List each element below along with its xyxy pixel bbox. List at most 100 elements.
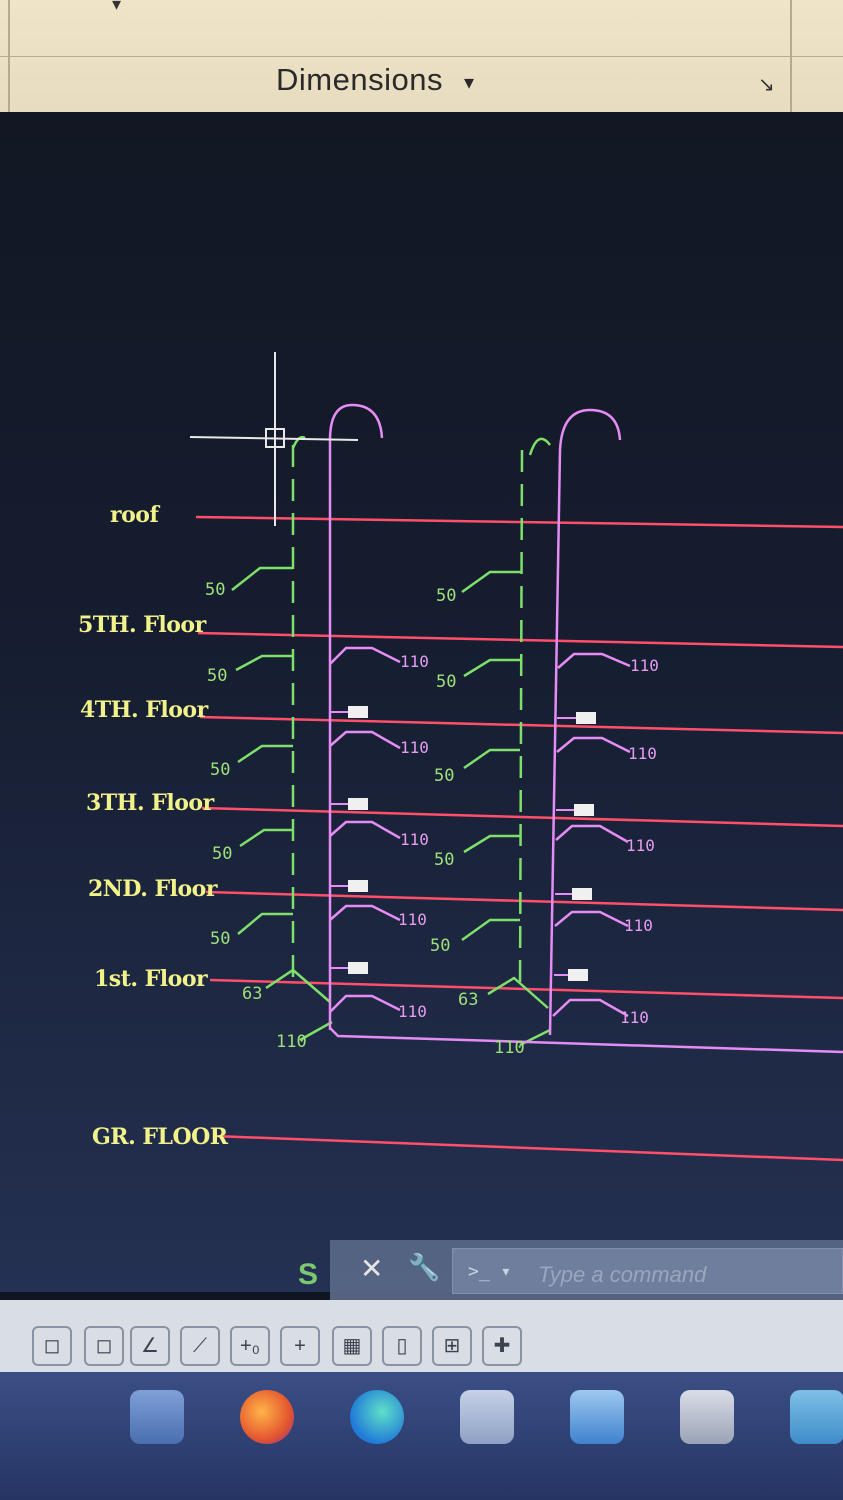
ribbon-top-row — [0, 0, 843, 57]
dim-label: 63 — [458, 990, 479, 1010]
status-button[interactable]: + — [280, 1326, 320, 1366]
branch-110 — [556, 736, 631, 754]
dimensions-dropdown-icon[interactable]: ▾ — [464, 72, 475, 94]
branch-110 — [329, 820, 401, 840]
dim-label: 110 — [620, 1008, 649, 1027]
collector-pipe — [329, 1027, 843, 1054]
status-button[interactable]: ▯ — [382, 1326, 422, 1366]
dim-label: 50 — [436, 672, 457, 692]
floor-trap — [572, 888, 592, 900]
floor-label-4th: 4TH. Floor — [80, 697, 208, 723]
dim-label: 50 — [210, 760, 231, 780]
branch-110 — [555, 824, 629, 844]
autocad-icon[interactable] — [680, 1390, 734, 1444]
floor-trap — [576, 712, 596, 724]
dim-label: 50 — [434, 766, 455, 786]
dim-label: 50 — [434, 850, 455, 870]
branch-63 — [487, 976, 549, 1009]
branch-110 — [299, 1020, 333, 1042]
branch-50 — [237, 912, 293, 935]
dim-label: 110 — [626, 836, 655, 855]
vent-hook-right — [528, 437, 551, 456]
mail-icon[interactable] — [570, 1390, 624, 1444]
photos-icon[interactable] — [790, 1390, 843, 1444]
branch-63 — [265, 968, 331, 1003]
floor-label-1st: 1st. Floor — [94, 966, 208, 992]
branch-50 — [239, 828, 293, 848]
status-button[interactable]: ▦ — [332, 1326, 372, 1366]
branch-50 — [463, 658, 522, 678]
ribbon — [0, 0, 843, 112]
dim-label: 110 — [630, 656, 659, 675]
dim-label: 63 — [242, 984, 263, 1004]
floor-label-ground: GR. FLOOR — [92, 1124, 228, 1150]
floor-line-3rd — [201, 806, 843, 828]
status-button[interactable]: ◻ — [84, 1326, 124, 1366]
dim-label: 110 — [400, 652, 429, 671]
branch-50 — [231, 566, 293, 591]
branch-50 — [235, 654, 293, 672]
dim-label: 110 — [494, 1038, 525, 1058]
status-button[interactable]: ⊞ — [432, 1326, 472, 1366]
branch-50 — [463, 748, 520, 770]
dim-label: 50 — [207, 666, 228, 686]
status-button[interactable]: ∠ — [130, 1326, 170, 1366]
branch-50 — [461, 570, 522, 594]
vent-pipe-right — [518, 449, 524, 991]
status-button[interactable]: ✚ — [482, 1326, 522, 1366]
status-button[interactable]: ⟋ — [180, 1326, 220, 1366]
command-placeholder: Type a command — [538, 1262, 707, 1287]
edge-icon[interactable] — [350, 1390, 404, 1444]
command-prompt-icon[interactable]: >_ ▾ — [468, 1261, 512, 1282]
dim-label: 110 — [400, 738, 429, 757]
branch-110 — [554, 910, 629, 928]
branch-110 — [329, 730, 401, 750]
dim-label: 50 — [436, 586, 457, 606]
floor-label-5th: 5TH. Floor — [78, 612, 206, 638]
panel-launcher-icon[interactable]: ↘ — [758, 74, 775, 96]
drawing-canvas[interactable] — [0, 112, 843, 1292]
dimensions-panel-title[interactable]: Dimensions — [276, 62, 443, 97]
dim-label: 110 — [624, 916, 653, 935]
command-input[interactable] — [452, 1248, 843, 1294]
close-icon[interactable]: ✕ — [360, 1253, 384, 1284]
floor-trap — [574, 804, 594, 816]
dim-label: 50 — [212, 844, 233, 864]
floor-trap — [348, 798, 368, 810]
dim-label: 110 — [628, 744, 657, 763]
floor-trap — [348, 962, 368, 974]
ucs-icon: S — [298, 1258, 319, 1291]
firefox-icon[interactable] — [240, 1390, 294, 1444]
dim-label: 110 — [400, 830, 429, 849]
floor-line-2nd — [205, 890, 843, 912]
dim-label: 50 — [430, 936, 451, 956]
wrench-icon[interactable]: 🔧 — [408, 1252, 441, 1282]
soil-stack-left — [328, 403, 384, 1030]
floor-trap — [568, 969, 588, 981]
floor-label-2nd: 2ND. Floor — [88, 876, 217, 902]
dim-label: 50 — [205, 580, 226, 600]
store-icon[interactable] — [460, 1390, 514, 1444]
branch-110 — [329, 994, 401, 1013]
ribbon-separator — [790, 0, 792, 112]
file-explorer-icon[interactable] — [130, 1390, 184, 1444]
status-button[interactable]: ◻ — [32, 1326, 72, 1366]
floor-line-roof — [195, 515, 843, 529]
status-button[interactable]: +₀ — [230, 1326, 270, 1366]
ribbon-separator — [8, 0, 10, 112]
floor-label-3rd: 3TH. Floor — [86, 790, 214, 816]
branch-50 — [461, 918, 520, 942]
floor-line-ground — [213, 1134, 843, 1162]
dim-label: 110 — [398, 1002, 427, 1021]
branch-50 — [237, 744, 293, 764]
floor-trap — [348, 706, 368, 718]
soil-stack-right — [548, 408, 622, 1036]
dim-label: 110 — [398, 910, 427, 929]
branch-110 — [329, 646, 401, 665]
crosshair-cursor — [189, 352, 359, 526]
chevron-down-icon[interactable]: ▾ — [112, 0, 122, 14]
branch-110 — [557, 652, 631, 669]
floor-label-roof: roof — [110, 502, 159, 528]
dim-label: 110 — [276, 1032, 307, 1052]
